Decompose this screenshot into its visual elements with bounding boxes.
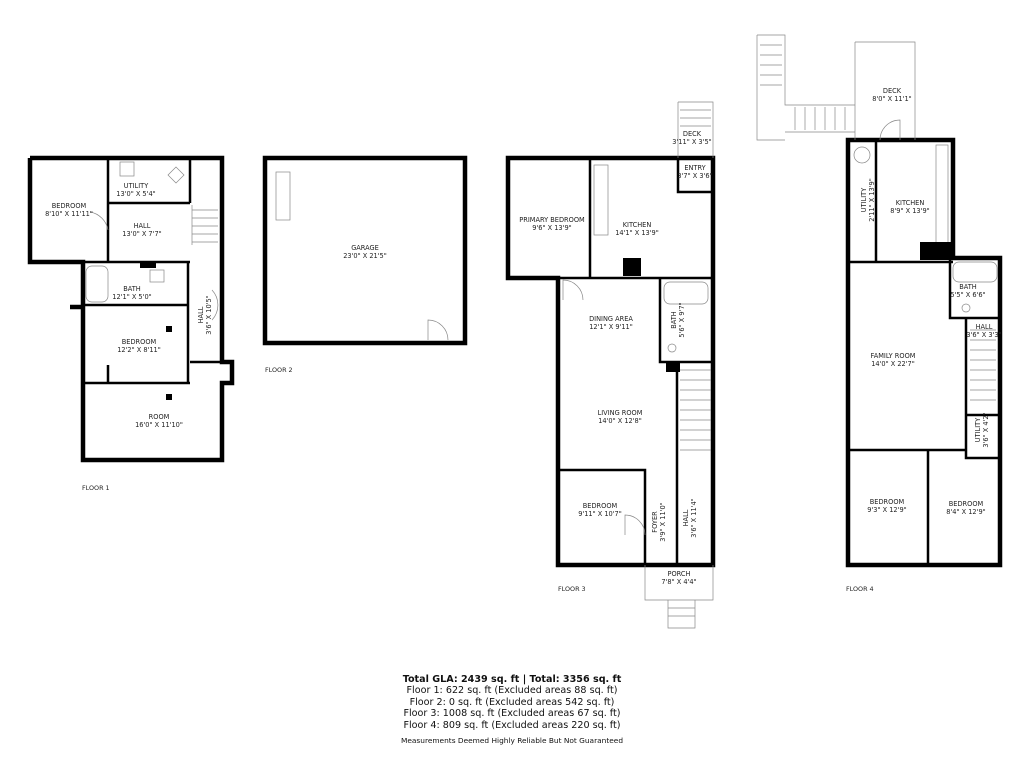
room-dims: 12'2" X 8'11" bbox=[117, 346, 161, 354]
room-dims: 13'0" X 5'4" bbox=[116, 190, 155, 198]
room-name: KITCHEN bbox=[623, 221, 652, 229]
room-dims: 3'6" X 3'3" bbox=[966, 331, 1001, 339]
room-dims: 3'11" X 3'5" bbox=[672, 138, 711, 146]
room-name: KITCHEN bbox=[896, 199, 925, 207]
room-name: HALL bbox=[682, 509, 690, 526]
room-dims: 9'3" X 12'9" bbox=[867, 506, 906, 514]
floor-label: FLOOR 1 bbox=[82, 484, 110, 492]
room-dims: 8'10" X 11'11" bbox=[45, 210, 93, 218]
room-dims: 3'7" X 3'6" bbox=[677, 172, 712, 180]
floor-label: FLOOR 2 bbox=[265, 366, 293, 374]
floor-2-plan: GARAGE 23'0" X 21'5" FLOOR 2 bbox=[262, 155, 468, 374]
floor-area-line: Floor 4: 809 sq. ft (Excluded areas 220 … bbox=[403, 719, 621, 731]
room-dims: 14'0" X 22'7" bbox=[871, 360, 915, 368]
room-dims: 23'0" X 21'5" bbox=[343, 252, 387, 260]
room-dims: 3'6" X 11'4" bbox=[690, 498, 698, 537]
room-name: DINING AREA bbox=[589, 315, 633, 323]
room-name: UTILITY bbox=[860, 187, 868, 212]
area-summary: Total GLA: 2439 sq. ft | Total: 3356 sq.… bbox=[0, 674, 1024, 746]
floor-label: FLOOR 4 bbox=[846, 585, 874, 593]
room-name: BEDROOM bbox=[122, 338, 157, 346]
room-name: HALL bbox=[197, 306, 205, 323]
room-dims: 14'0" X 12'8" bbox=[598, 417, 642, 425]
room-dims: 12'1" X 5'0" bbox=[112, 293, 151, 301]
floor-1-plan: BEDROOM 8'10" X 11'11" UTILITY 13'0" X 5… bbox=[27, 155, 235, 492]
room-name: BEDROOM bbox=[52, 202, 87, 210]
room-name: BATH bbox=[670, 311, 678, 329]
room-dims: 13'0" X 7'7" bbox=[122, 230, 161, 238]
room-dims: 5'6" X 9'7" bbox=[678, 302, 686, 337]
room-dims: 2'11" X 13'9" bbox=[868, 178, 876, 222]
room-dims: 8'4" X 12'9" bbox=[946, 508, 985, 516]
room-dims: 9'11" X 10'7" bbox=[578, 510, 622, 518]
room-name: BEDROOM bbox=[583, 502, 618, 510]
room-name: FAMILY ROOM bbox=[871, 352, 916, 360]
room-dims: 14'1" X 13'9" bbox=[615, 229, 659, 237]
room-name: LIVING ROOM bbox=[598, 409, 643, 417]
room-dims: 3'6" X 10'5" bbox=[205, 295, 213, 334]
room-dims: 8'0" X 11'1" bbox=[872, 95, 911, 103]
room-name: PRIMARY BEDROOM bbox=[519, 216, 585, 224]
room-dims: 16'0" X 11'10" bbox=[135, 421, 183, 429]
room-name: BEDROOM bbox=[870, 498, 905, 506]
disclaimer: Measurements Deemed Highly Reliable But … bbox=[400, 736, 624, 746]
room-dims: 5'5" X 6'6" bbox=[950, 291, 985, 299]
room-name: BEDROOM bbox=[949, 500, 984, 508]
room-dims: 8'9" X 13'9" bbox=[890, 207, 929, 215]
room-dims: 3'6" X 4'2" bbox=[982, 412, 990, 447]
room-name: HALL bbox=[134, 222, 151, 230]
room-name: UTILITY bbox=[974, 417, 982, 442]
floor-label: FLOOR 3 bbox=[558, 585, 586, 593]
room-name: PORCH bbox=[668, 570, 691, 578]
room-dims: 9'6" X 13'9" bbox=[532, 224, 571, 232]
room-name: DECK bbox=[883, 87, 902, 95]
floor-area-line: Floor 1: 622 sq. ft (Excluded areas 88 s… bbox=[406, 685, 618, 697]
room-name: UTILITY bbox=[124, 182, 149, 190]
room-name: GARAGE bbox=[351, 244, 379, 252]
room-dims: 7'8" X 4'4" bbox=[661, 578, 696, 586]
room-name: ENTRY bbox=[684, 164, 706, 172]
room-dims: 12'1" X 9'11" bbox=[589, 323, 633, 331]
room-name: BATH bbox=[959, 283, 977, 291]
room-name: DECK bbox=[683, 130, 702, 138]
floor-area-line: Floor 3: 1008 sq. ft (Excluded areas 67 … bbox=[403, 708, 621, 720]
floor-3-plan: DECK 3'11" X 3'5" ENTRY 3'7" X 3'6" PRIM… bbox=[505, 101, 716, 629]
room-name: ROOM bbox=[149, 413, 170, 421]
room-name: HALL bbox=[976, 323, 993, 331]
room-dims: 3'9" X 11'0" bbox=[659, 502, 667, 541]
room-name: BATH bbox=[123, 285, 141, 293]
floor-area-line: Floor 2: 0 sq. ft (Excluded areas 542 sq… bbox=[409, 696, 615, 708]
room-name: FOYER bbox=[651, 511, 659, 533]
total-area-headline: Total GLA: 2439 sq. ft | Total: 3356 sq.… bbox=[402, 674, 622, 685]
